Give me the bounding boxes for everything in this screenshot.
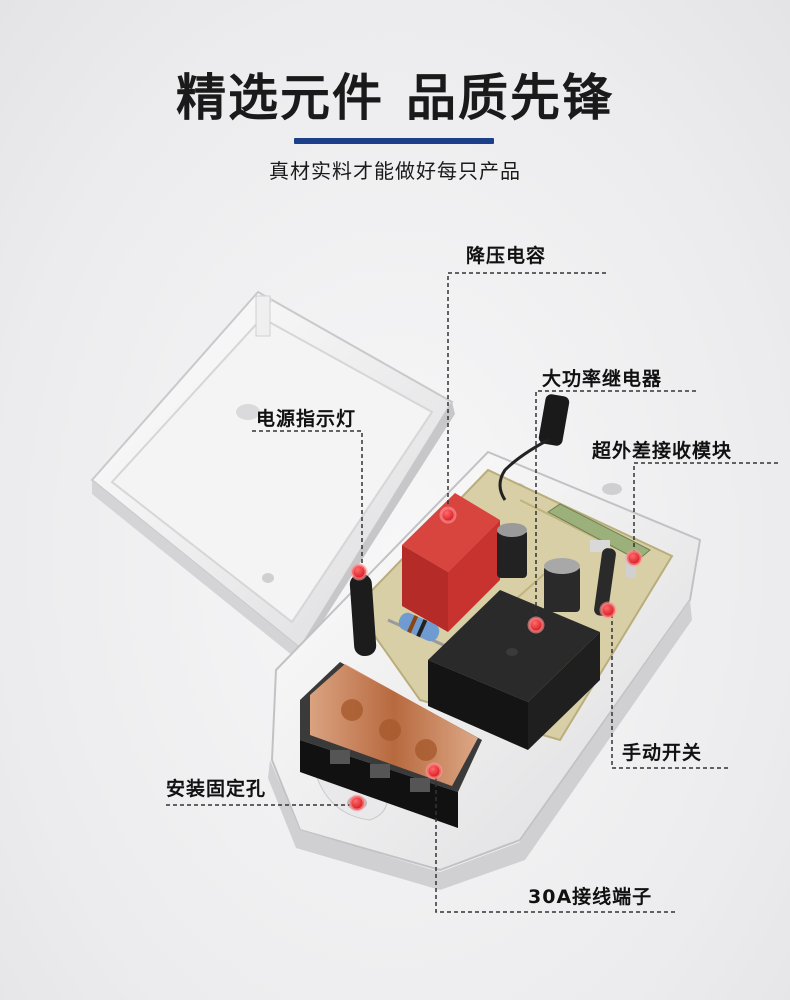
switch-callout-line	[611, 612, 728, 769]
electrolytic-capacitors	[497, 523, 580, 612]
callout-markers	[348, 506, 643, 812]
subtitle: 真材实料才能做好每只产品	[269, 159, 521, 183]
indicator-label: 电源指示灯	[256, 408, 357, 430]
capacitor-component	[402, 493, 500, 632]
indicator-marker	[350, 563, 368, 581]
indicator-callout-line	[252, 430, 363, 570]
relay-label: 大功率继电器	[542, 368, 663, 390]
mount-hole-marker	[348, 794, 366, 812]
indicator-led	[349, 574, 377, 656]
mount-hole-label: 安装固定孔	[166, 778, 267, 800]
callout-lines	[166, 272, 778, 913]
enclosure-lid	[90, 290, 455, 660]
capacitor-marker	[439, 506, 457, 524]
switch-label: 手动开关	[622, 742, 703, 764]
terminal-marker	[425, 762, 443, 780]
receiver-marker	[625, 549, 643, 567]
headline-part-1: 精选元件	[176, 69, 384, 127]
capacitor-label: 降压电容	[466, 245, 547, 267]
terminal-callout-line	[435, 772, 675, 913]
relay-marker	[527, 616, 545, 634]
headline: 精选元件品质先锋	[0, 58, 790, 130]
terminal-label: 30A接线端子	[528, 886, 653, 908]
receiver-label: 超外差接收模块	[592, 440, 733, 462]
switch-marker	[599, 601, 617, 619]
headline-underline-bar	[294, 138, 494, 144]
capacitor-callout-line	[447, 272, 606, 515]
manual-switch	[594, 548, 636, 616]
terminal-block	[300, 662, 482, 828]
headline-part-2: 品质先锋	[406, 69, 614, 127]
antenna-component	[498, 394, 570, 501]
relay-component	[428, 590, 600, 750]
resistor-component	[387, 612, 451, 650]
receiver-callout-line	[633, 462, 778, 556]
